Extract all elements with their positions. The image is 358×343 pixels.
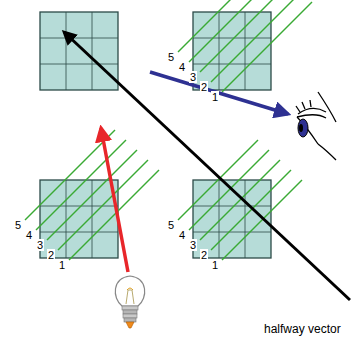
callout-number: 1 [58, 259, 66, 271]
callout-number: 4 [25, 229, 33, 241]
callout-number: 3 [189, 239, 197, 251]
callout-number: 5 [167, 51, 175, 63]
callout-number: 1 [211, 259, 219, 271]
callout-number: 3 [189, 71, 197, 83]
view-vector-arrow [150, 72, 288, 114]
eye-symbol [296, 92, 336, 160]
halfway-vector-arrow [64, 32, 350, 300]
vector-label: halfway vector [263, 322, 342, 336]
pixel-grid [40, 12, 271, 258]
callout-number: 1 [211, 91, 219, 103]
light-vector-arrow [101, 128, 128, 272]
callout-number: 2 [200, 249, 208, 261]
callout-number: 2 [200, 81, 208, 93]
callout-number: 2 [47, 249, 55, 261]
callout-number: 5 [14, 219, 22, 231]
callout-number: 3 [36, 239, 44, 251]
callout-number: 5 [167, 219, 175, 231]
callout-number: 4 [178, 61, 186, 73]
callout-number: 4 [178, 229, 186, 241]
light-bulb [115, 276, 144, 328]
